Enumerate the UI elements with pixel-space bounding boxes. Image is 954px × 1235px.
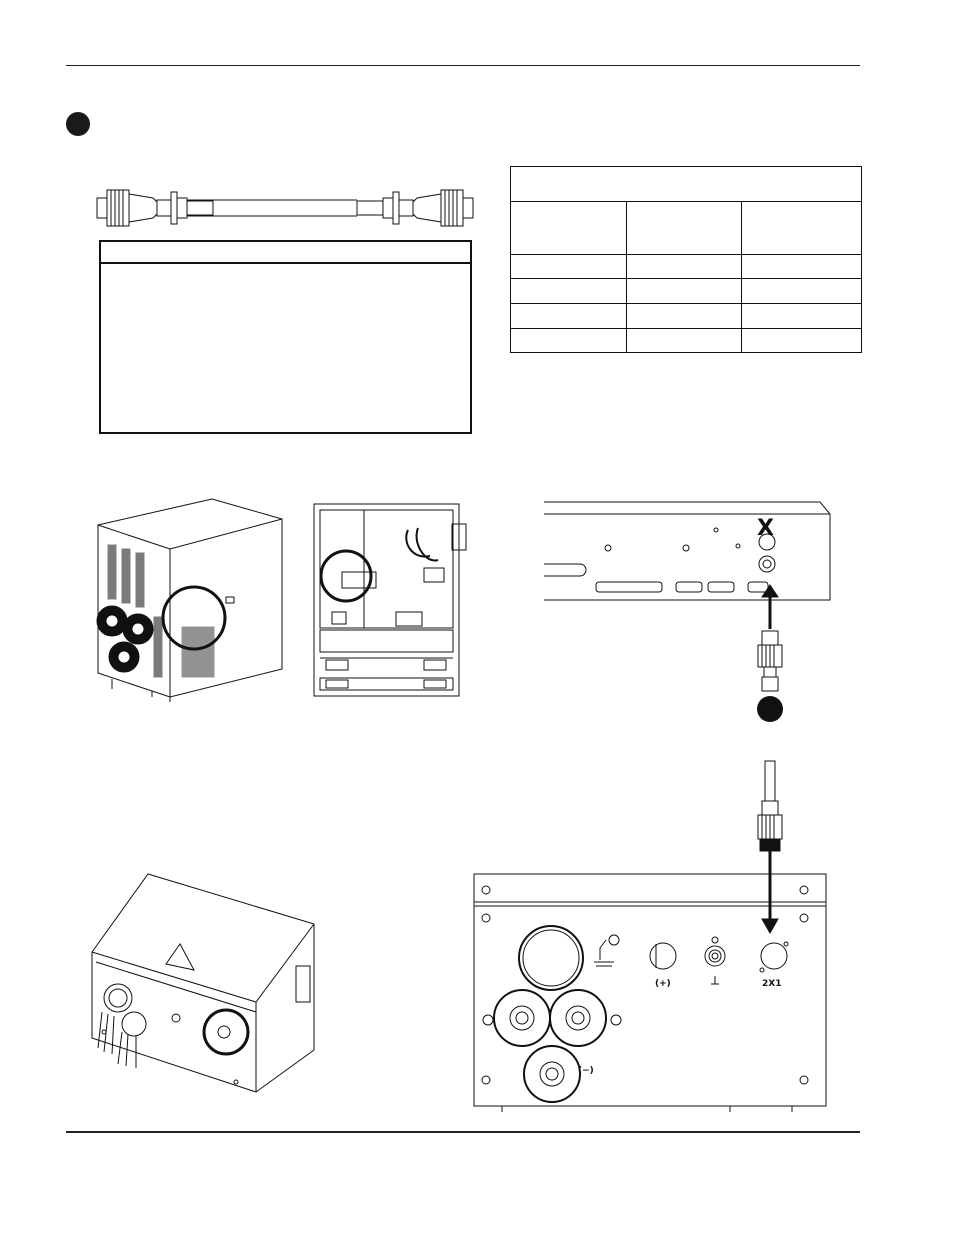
remote-box-diagram bbox=[91, 873, 315, 1093]
spec-cell bbox=[510, 328, 627, 353]
panel-x-marker: X bbox=[757, 516, 774, 541]
port-plus-label: (+) bbox=[655, 979, 671, 989]
power-supply-interior-diagram bbox=[313, 503, 467, 697]
spec-col-header bbox=[740, 201, 863, 255]
cable-illustration bbox=[96, 189, 474, 227]
port-minus-label: (−) bbox=[578, 1066, 594, 1076]
footer-rule bbox=[66, 1131, 860, 1133]
front-panel-diagram bbox=[473, 873, 827, 1112]
cable-info-header bbox=[101, 242, 470, 264]
spec-table-title bbox=[509, 166, 863, 202]
spec-cell bbox=[510, 278, 627, 304]
header-rule bbox=[66, 65, 860, 66]
spec-table bbox=[509, 166, 863, 353]
port-2x1-label: 2X1 bbox=[762, 979, 782, 989]
spec-cell bbox=[740, 278, 863, 304]
spec-cell bbox=[626, 303, 742, 329]
spec-cell bbox=[626, 254, 742, 279]
spec-cell bbox=[626, 328, 742, 353]
arrow-icon bbox=[757, 584, 783, 722]
spec-col-header bbox=[510, 201, 627, 255]
spec-cell bbox=[740, 254, 863, 279]
spec-cell bbox=[740, 328, 863, 353]
spec-cell bbox=[510, 303, 627, 329]
spec-cell bbox=[626, 278, 742, 304]
spec-cell bbox=[740, 303, 863, 329]
step-bullet bbox=[66, 112, 90, 136]
control-panel-diagram bbox=[544, 501, 831, 601]
spec-cell bbox=[510, 254, 627, 279]
power-supply-exterior-diagram bbox=[96, 498, 283, 702]
cable-to-port-diagram bbox=[757, 760, 783, 935]
spec-col-header bbox=[626, 201, 742, 255]
cable-info-box bbox=[99, 240, 472, 434]
